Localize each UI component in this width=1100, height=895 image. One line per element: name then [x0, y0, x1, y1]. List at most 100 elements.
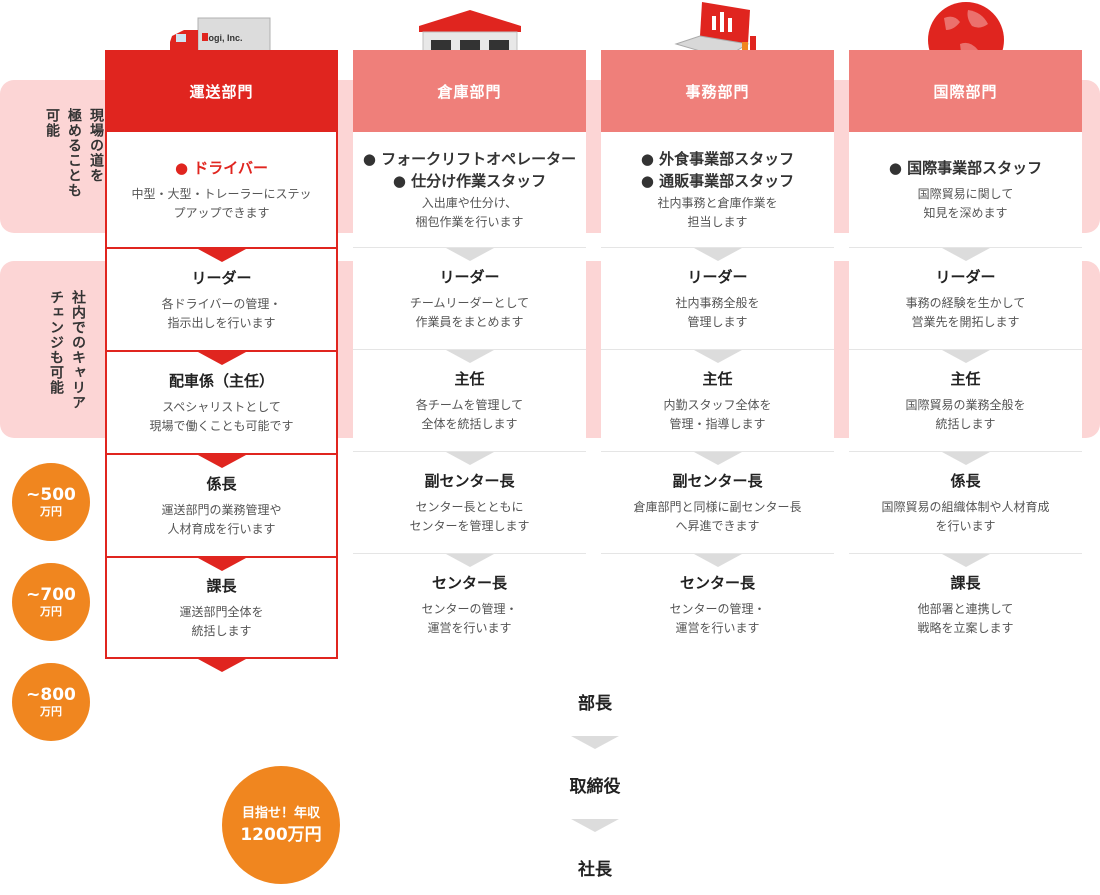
row-separator	[849, 247, 1082, 248]
entry-bullet: ● 仕分け作業スタッフ	[392, 171, 547, 190]
salary-amount: ~500	[26, 485, 76, 505]
role-cell: リーダー 事務の経験を生かして 営業先を開拓します	[849, 248, 1082, 349]
row-separator	[353, 247, 586, 248]
arrow-down-icon	[941, 452, 990, 465]
role-title: リーダー	[935, 267, 996, 286]
arrow-down-icon	[693, 554, 742, 567]
row-separator	[105, 453, 338, 455]
role-cell: リーダー 各ドライバーの管理・ 指示出しを行います	[105, 249, 338, 350]
entry-desc: 社内事務と倉庫作業を 担当します	[657, 194, 777, 232]
role-title: 主任	[950, 369, 981, 388]
role-desc-line: 各ドライバーの管理・	[161, 296, 282, 311]
role-desc-line: 運営を行います	[427, 620, 512, 635]
column-header-warehouse: 倉庫部門	[353, 50, 586, 132]
entry-bullet-label: 通販事業部スタッフ	[659, 171, 795, 190]
arrow-down-icon	[941, 248, 990, 261]
role-desc: 各ドライバーの管理・ 指示出しを行います	[162, 295, 282, 333]
arrow-down-icon	[197, 249, 246, 262]
role-title: 主任	[702, 369, 733, 388]
role-desc-line: 全体を統括します	[421, 416, 518, 431]
role-desc-line: 作業員をまとめます	[415, 314, 524, 329]
band-middle-label-line: 社内でのキャリア	[70, 290, 86, 410]
role-desc-line: センターの管理・	[421, 601, 518, 616]
role-title: リーダー	[191, 268, 252, 287]
role-desc-line: チームリーダーとして	[409, 295, 530, 310]
role-desc: 他部署と連携して 戦略を立案します	[917, 600, 1013, 638]
role-desc: 運送部門の業務管理や 人材育成を行います	[161, 501, 281, 539]
role-desc-line: 運送部門全体を	[179, 604, 264, 619]
role-cell: 係長 国際貿易の組織体制や人材育成 を行います	[849, 452, 1082, 553]
entry-desc: 中型・大型・トレーラーにステッ プアップできます	[131, 185, 311, 223]
column-bottom-arrow-wrap	[105, 659, 338, 675]
entry-bullet-label: 国際事業部スタッフ	[907, 158, 1043, 177]
role-desc-line: 現場で働くことも可能です	[149, 418, 294, 433]
entry-bullet: ● ドライバー	[174, 158, 268, 177]
entry-cell-transport: ● ドライバー 中型・大型・トレーラーにステッ プアップできます	[105, 132, 338, 247]
salary-unit: 万円	[40, 705, 62, 718]
entry-bullet: ● 通販事業部スタッフ	[640, 171, 795, 190]
role-cell: センター長 センターの管理・ 運営を行います	[353, 554, 586, 655]
role-desc: スペシャリストとして 現場で働くことも可能です	[149, 398, 293, 436]
entry-cell-warehouse: ● フォークリフトオペレーター ● 仕分け作業スタッフ 入出庫や仕分け、 梱包作…	[353, 132, 586, 247]
role-title: 課長	[206, 576, 237, 595]
arrow-down-icon	[197, 659, 246, 672]
arrow-down-icon	[445, 248, 494, 261]
arrow-down-icon	[571, 736, 619, 749]
role-desc: 倉庫部門と同様に副センター長 へ昇進できます	[633, 498, 801, 536]
column-header-office: 事務部門	[601, 50, 834, 132]
band-middle-label-line: チェンジも可能	[48, 290, 64, 395]
arrow-down-icon	[693, 350, 742, 363]
row-separator	[849, 553, 1082, 554]
row-separator	[849, 451, 1082, 452]
goal-amount: 1200万円	[240, 825, 322, 845]
role-desc-line: 運営を行います	[675, 620, 760, 635]
row-separator	[849, 349, 1082, 350]
band-top-label-line: 極めることも	[66, 108, 82, 198]
role-cell: 副センター長 センター長とともに センターを管理します	[353, 452, 586, 553]
chain-step-director: 取締役	[569, 777, 621, 797]
column-international: 国際部門 ● 国際事業部スタッフ 国際貿易に関して 知見を深めます リーダー 事…	[849, 50, 1082, 655]
entry-cell-office: ● 外食事業部スタッフ ● 通販事業部スタッフ 社内事務と倉庫作業を 担当します	[601, 132, 834, 247]
salary-badge-700: ~700 万円	[12, 563, 90, 641]
salary-badge-800: ~800 万円	[12, 663, 90, 741]
entry-desc-line: 社内事務と倉庫作業を	[657, 195, 778, 210]
role-title: 副センター長	[672, 471, 763, 490]
row-separator	[353, 553, 586, 554]
entry-desc: 国際貿易に関して 知見を深めます	[918, 185, 1014, 223]
arrow-down-icon	[693, 452, 742, 465]
entry-bullet-label: 仕分け作業スタッフ	[411, 171, 547, 190]
band-top-label-line: 現場の道を	[88, 108, 104, 183]
column-transport: 運送部門 ● ドライバー 中型・大型・トレーラーにステッ プアップできます リー…	[105, 50, 338, 675]
salary-amount: ~700	[26, 585, 76, 605]
role-desc: 社内事務全般を 管理します	[675, 294, 759, 332]
role-cell: 課長 他部署と連携して 戦略を立案します	[849, 554, 1082, 655]
goal-label: 目指せ！年収	[241, 806, 320, 821]
role-cell: 主任 内勤スタッフ全体を 管理・指導します	[601, 350, 834, 451]
role-desc: 各チームを管理して 全体を統括します	[416, 396, 523, 434]
role-desc-line: 他部署と連携して	[917, 601, 1014, 616]
role-title: リーダー	[687, 267, 748, 286]
column-header-label: 運送部門	[189, 82, 254, 101]
row-separator	[601, 451, 834, 452]
role-desc-line: 指示出しを行います	[167, 315, 276, 330]
arrow-down-icon	[445, 350, 494, 363]
role-desc-line: 統括します	[191, 623, 252, 638]
role-desc-line: 内勤スタッフ全体を	[663, 397, 772, 412]
row-separator	[105, 556, 338, 558]
role-desc: センターの管理・ 運営を行います	[669, 600, 765, 638]
role-title: 係長	[206, 474, 237, 493]
column-office: 事務部門 ● 外食事業部スタッフ ● 通販事業部スタッフ 社内事務と倉庫作業を …	[601, 50, 834, 655]
role-desc-line: 管理します	[687, 314, 748, 329]
role-desc-line: 統括します	[935, 416, 996, 431]
role-title: 課長	[950, 573, 981, 592]
role-desc-line: 社内事務全般を	[675, 295, 760, 310]
role-cell: リーダー チームリーダーとして 作業員をまとめます	[353, 248, 586, 349]
arrow-down-icon	[693, 248, 742, 261]
arrow-down-icon	[941, 350, 990, 363]
arrow-down-icon	[197, 455, 246, 468]
entry-cell-international: ● 国際事業部スタッフ 国際貿易に関して 知見を深めます	[849, 132, 1082, 247]
entry-bullet-label: 外食事業部スタッフ	[659, 149, 795, 168]
entry-bullet-label: ドライバー	[193, 158, 268, 177]
chain-step-general-manager: 部長	[578, 694, 612, 714]
role-desc-line: 国際貿易の業務全般を	[905, 397, 1026, 412]
